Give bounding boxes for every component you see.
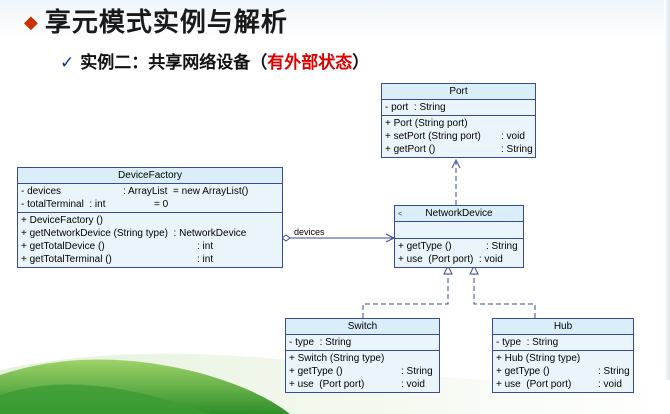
attribute-row: - totalTerminal : int = 0	[21, 198, 279, 211]
class-attributes: - port : String	[382, 100, 535, 116]
operation-row: + Switch (String type)	[289, 352, 436, 365]
attribute-row: - port : String	[385, 101, 532, 114]
slide-subtitle: ✓ 实例二：共享网络设备（有外部状态）	[60, 48, 369, 73]
class-name: Hub	[493, 319, 633, 335]
checkmark-icon: ✓	[60, 53, 74, 73]
attribute-row: - type : String	[496, 336, 630, 349]
operation-row: + Port (String port)	[385, 117, 532, 130]
operation-row: + DeviceFactory ()	[21, 214, 279, 227]
association-label: devices	[294, 227, 325, 237]
class-name: Switch	[286, 319, 439, 335]
attribute-type: = 0	[154, 198, 168, 211]
hub-realization-line	[474, 274, 535, 318]
operation-row: + use (Port port) : void	[496, 378, 630, 391]
attribute-text: - totalTerminal : int	[21, 198, 105, 211]
interface-stereotype-icon: <	[398, 207, 402, 222]
class-header: < NetworkDevice	[395, 206, 523, 222]
class-switch: Switch - type : String + Switch (String …	[285, 318, 440, 393]
operation-type: : String	[598, 365, 630, 378]
operation-type: : int	[197, 240, 213, 253]
class-attributes: - type : String	[493, 335, 633, 351]
operation-type: : String	[401, 365, 433, 378]
operation-text: + DeviceFactory ()	[21, 214, 103, 227]
switch-realization-line	[363, 274, 448, 318]
subtitle-text: 实例二：共享网络设备（	[80, 53, 267, 73]
slide-title: ◆ 享元模式实例与解析	[24, 2, 288, 39]
attribute-text: - type : String	[289, 336, 351, 349]
operation-text: + getNetworkDevice (String type) : Netwo…	[21, 227, 246, 240]
attribute-text: - port : String	[385, 101, 446, 114]
class-port: Port - port : String + Port (String port…	[381, 83, 536, 158]
attribute-row: - type : String	[289, 336, 436, 349]
attribute-text: - devices	[21, 185, 61, 198]
operation-row: + Hub (String type)	[496, 352, 630, 365]
operation-text: + getType ()	[496, 365, 550, 378]
operation-text: + getTotalDevice ()	[21, 240, 105, 253]
operation-row: + getPort () : String	[385, 143, 532, 156]
attribute-type: : ArrayList = new ArrayList()	[123, 185, 248, 198]
operation-text: + Switch (String type)	[289, 352, 384, 365]
operation-text: + setPort (String port)	[385, 130, 481, 143]
dependency-arrowhead	[452, 160, 460, 168]
class-attributes: - devices : ArrayList = new ArrayList() -…	[18, 184, 282, 213]
operation-row: + getTotalTerminal () : int	[21, 253, 279, 266]
class-operations: + getType () : String + use (Port port) :…	[395, 239, 523, 267]
class-operations: + Hub (String type) + getType () : String…	[493, 351, 633, 392]
attribute-row: - devices : ArrayList = new ArrayList()	[21, 185, 279, 198]
class-name: Port	[382, 84, 535, 100]
subtitle-suffix: ）	[352, 53, 369, 73]
operation-text: + getPort ()	[385, 143, 435, 156]
operation-row: + getTotalDevice () : int	[21, 240, 279, 253]
class-name: NetworkDevice	[425, 208, 492, 219]
class-attributes: - type : String	[286, 335, 439, 351]
class-attributes	[395, 222, 523, 239]
operation-row: + getType () : String	[398, 240, 520, 253]
association-arrowhead	[386, 234, 394, 242]
aggregation-diamond	[282, 235, 290, 241]
operation-row: + use (Port port) : void	[398, 253, 520, 266]
operation-type: : void	[501, 130, 525, 143]
class-devicefactory: DeviceFactory - devices : ArrayList = new…	[17, 167, 283, 268]
slide-title-text: 享元模式实例与解析	[45, 8, 288, 38]
class-name: DeviceFactory	[18, 168, 282, 184]
operation-row: + getType () : String	[496, 365, 630, 378]
operation-text: + getTotalTerminal ()	[21, 253, 112, 266]
class-networkdevice: < NetworkDevice + getType () : String + u…	[394, 205, 524, 268]
attribute-text: - type : String	[496, 336, 558, 349]
diamond-bullet-icon: ◆	[24, 12, 39, 33]
class-hub: Hub - type : String + Hub (String type) …	[492, 318, 634, 393]
operation-type: : String	[486, 240, 518, 253]
operation-text: + getType ()	[398, 240, 452, 253]
operation-row: + getNetworkDevice (String type) : Netwo…	[21, 227, 279, 240]
class-operations: + DeviceFactory () + getNetworkDevice (S…	[18, 213, 282, 267]
operation-type: : void	[598, 378, 622, 391]
subtitle-highlight: 有外部状态	[267, 53, 352, 73]
class-operations: + Port (String port) + setPort (String p…	[382, 116, 535, 157]
operation-text: + use (Port port)	[289, 378, 364, 391]
operation-type: : void	[401, 378, 425, 391]
operation-text: + getType ()	[289, 365, 343, 378]
operation-text: + Port (String port)	[385, 117, 468, 130]
operation-text: + use (Port port) : void	[398, 253, 503, 266]
operation-row: + setPort (String port) : void	[385, 130, 532, 143]
operation-type: : int	[197, 253, 213, 266]
operation-row: + use (Port port) : void	[289, 378, 436, 391]
class-operations: + Switch (String type) + getType () : Str…	[286, 351, 439, 392]
operation-text: + Hub (String type)	[496, 352, 580, 365]
operation-type: : String	[501, 143, 533, 156]
operation-text: + use (Port port)	[496, 378, 571, 391]
operation-row: + getType () : String	[289, 365, 436, 378]
